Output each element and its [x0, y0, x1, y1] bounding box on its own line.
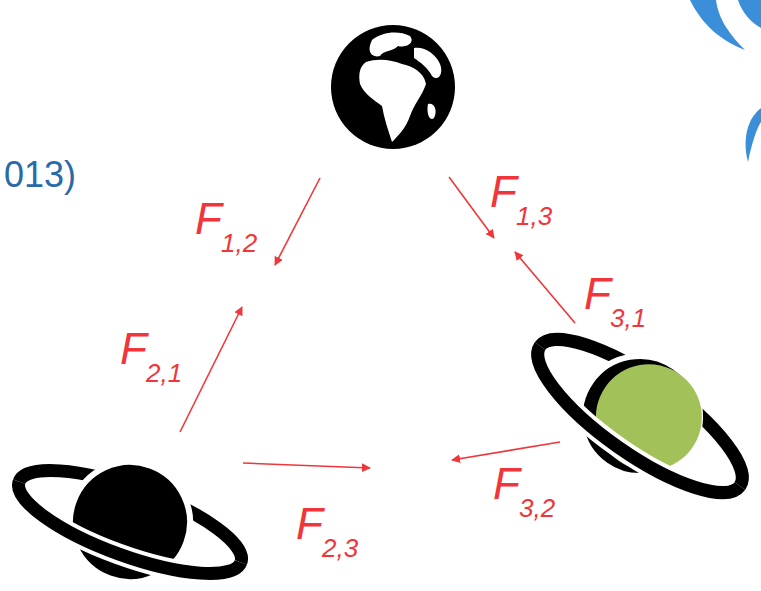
- force-label: F: [120, 327, 147, 371]
- force-subscript: 1,3: [516, 203, 552, 229]
- force-arrow: [275, 178, 320, 265]
- force-arrow: [515, 252, 575, 323]
- force-label: F: [493, 462, 520, 506]
- force-label: F: [584, 272, 611, 316]
- force-subscript: 2,1: [146, 360, 182, 386]
- force-label: F: [195, 197, 222, 241]
- force-arrow: [180, 307, 242, 432]
- force-label: F: [490, 170, 517, 214]
- ringed-planet-green: [506, 297, 761, 535]
- citation-fragment: 013): [4, 157, 76, 193]
- decor-swoosh: [746, 108, 761, 162]
- force-subscript: 1,2: [221, 230, 257, 256]
- earth-icon: [331, 25, 455, 149]
- force-arrow: [243, 463, 370, 468]
- force-subscript: 3,1: [610, 305, 646, 331]
- decor-swoosh: [738, 0, 761, 28]
- force-subscript: 3,2: [519, 495, 555, 521]
- ringed-planet-black: [0, 425, 261, 591]
- decor-swoosh: [690, 0, 745, 50]
- force-arrows: [180, 177, 575, 468]
- force-arrow: [452, 442, 560, 460]
- force-subscript: 2,3: [322, 535, 358, 561]
- force-arrow: [449, 177, 494, 238]
- force-label: F: [296, 502, 323, 546]
